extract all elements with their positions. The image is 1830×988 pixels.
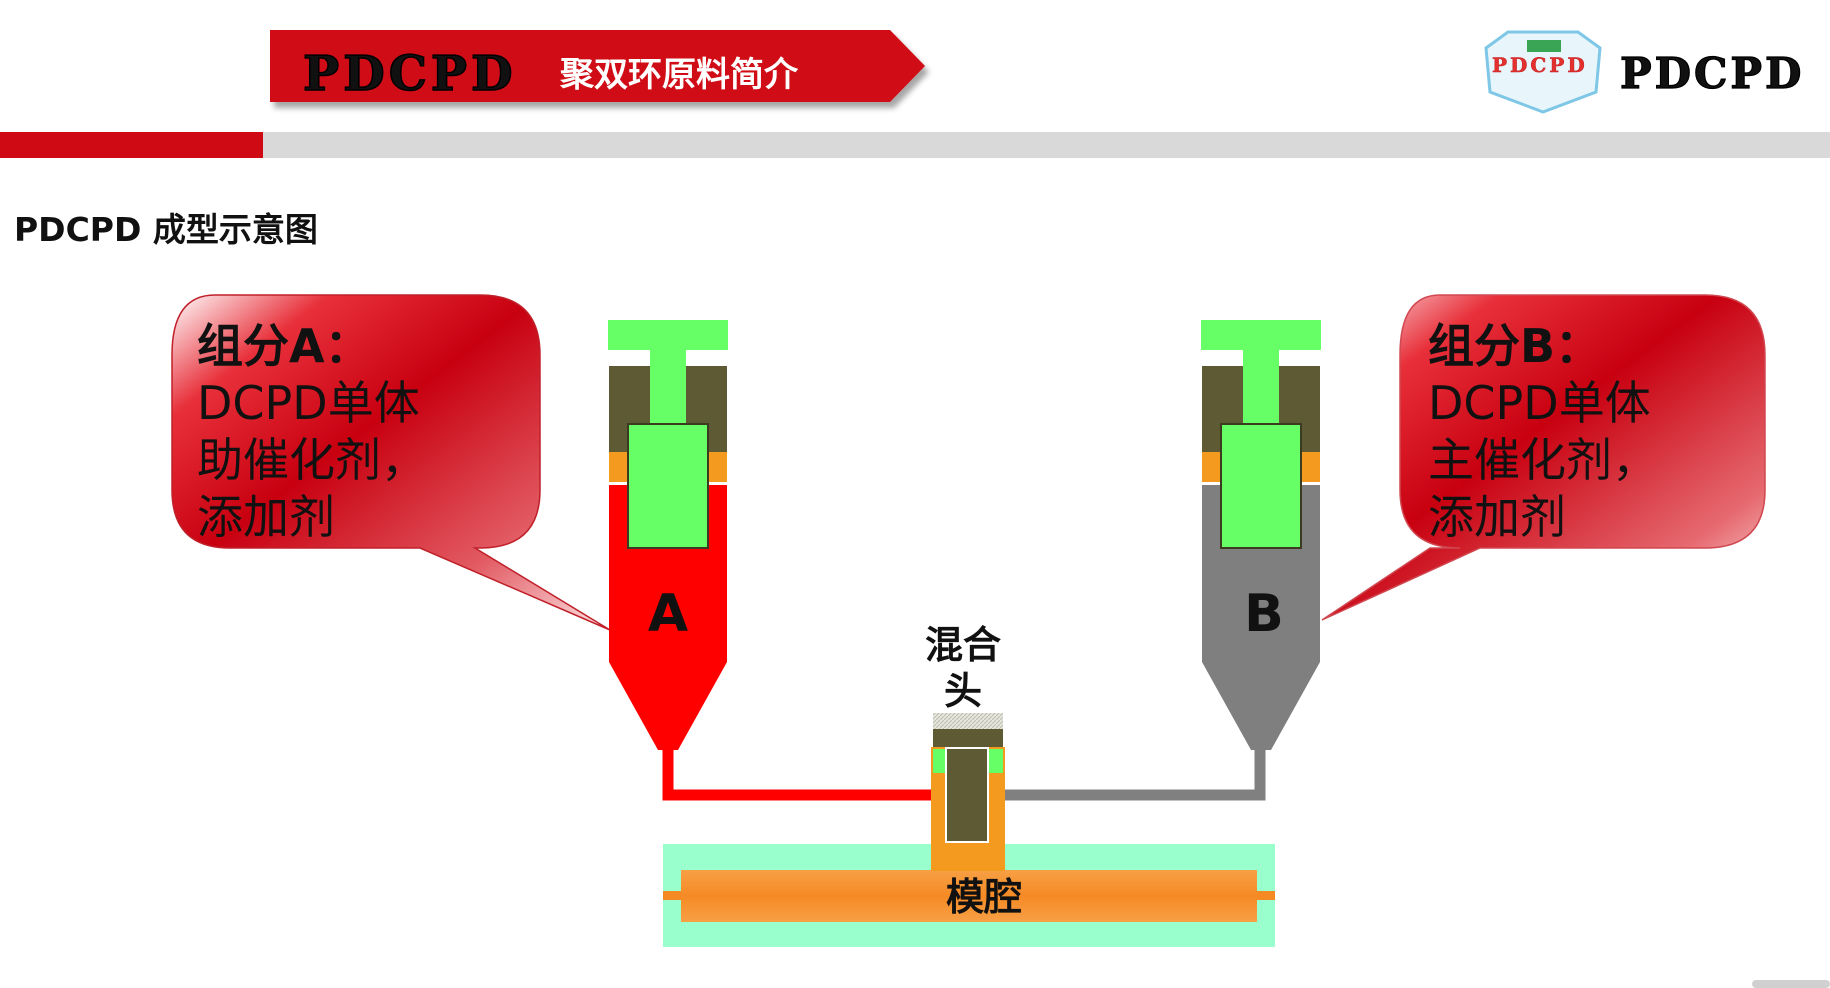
tank-b-body <box>1202 485 1320 750</box>
pipe-b <box>1002 745 1266 801</box>
callout-b-line-1: DCPD单体 <box>1428 376 1651 430</box>
callout-b-line-2: 主催化剂， <box>1428 433 1658 487</box>
callout-a-heading: 组分A： <box>197 319 371 373</box>
logo-badge-text: PDCPD <box>1492 53 1588 77</box>
header-banner <box>270 30 925 102</box>
banner-brand: PDCPD <box>303 46 517 102</box>
tank-a: A <box>608 320 728 750</box>
slide-corner-tab <box>1752 980 1830 988</box>
callout-b-line-3: 添加剂 <box>1428 490 1566 544</box>
callout-b-bubble <box>1321 294 1766 621</box>
tank-a-ring-left <box>609 452 631 482</box>
callout-b-heading: 组分B： <box>1428 319 1601 373</box>
logo-wordmark: PDCPD <box>1620 49 1804 98</box>
callout-b: 组分B： DCPD单体 主催化剂， 添加剂 <box>1321 294 1766 621</box>
mold-cavity <box>681 870 1257 922</box>
tank-b-cap <box>1201 320 1321 350</box>
callout-a-line-2: 助催化剂， <box>197 433 427 487</box>
tank-b-rod <box>1243 350 1279 425</box>
header-rule-red <box>0 132 263 158</box>
logo: PDCPD PDCPD <box>1484 30 1804 114</box>
callout-a: 组分A： DCPD单体 助催化剂， 添加剂 <box>171 294 611 631</box>
tank-a-rod <box>650 350 686 425</box>
tank-b: B <box>1201 320 1321 750</box>
mix-head-label-line2: 头 <box>944 669 982 713</box>
mold-pin-left <box>663 891 683 900</box>
callout-a-line-3: 添加剂 <box>197 490 335 544</box>
mold-pin-right <box>1255 891 1275 900</box>
section-title: PDCPD 成型示意图 <box>14 210 318 249</box>
tank-a-label: A <box>648 584 688 644</box>
mix-head-hatch <box>933 713 1003 729</box>
mix-head-label-line1: 混合 <box>925 623 1001 667</box>
header-rule-gray <box>263 132 1830 158</box>
tank-b-ring-left <box>1202 452 1224 482</box>
tank-a-body <box>609 485 727 750</box>
banner-arrow-shape <box>270 30 925 102</box>
pipe-a <box>662 745 932 801</box>
tank-a-cap <box>608 320 728 350</box>
tank-a-ring-right <box>705 452 727 482</box>
banner-title: 聚双环原料简介 <box>559 55 799 95</box>
tank-b-label: B <box>1244 584 1284 644</box>
tank-b-piston <box>1220 423 1302 549</box>
callout-a-line-1: DCPD单体 <box>197 376 420 430</box>
mix-head-plunger <box>945 747 989 843</box>
tank-b-ring-right <box>1298 452 1320 482</box>
logo-shield-icon <box>1484 30 1602 114</box>
tank-a-piston <box>627 423 709 549</box>
mold-label: 模腔 <box>946 875 1022 919</box>
callout-a-bubble <box>171 294 611 631</box>
mixing-head: 混合 头 <box>925 623 1005 871</box>
logo-badge-strip <box>1527 40 1561 52</box>
mix-head-top-bar <box>933 729 1003 747</box>
